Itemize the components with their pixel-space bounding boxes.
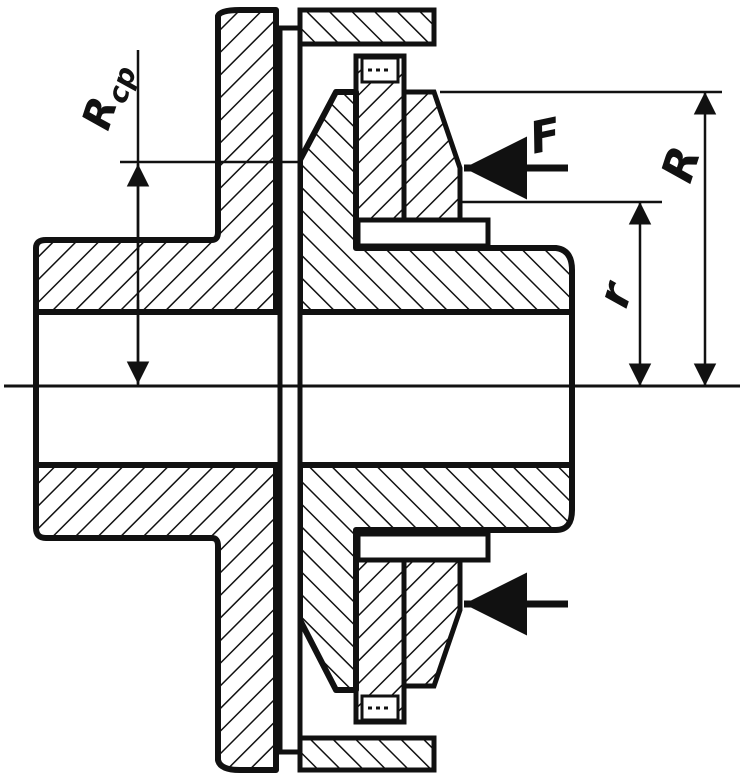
friction-disk <box>277 25 303 755</box>
dimension-r-cp <box>120 50 300 386</box>
label-r-cp: Rcp <box>74 57 143 137</box>
upper-pressure-ring <box>353 53 491 249</box>
label-r-small: r <box>588 275 644 314</box>
label-r: R <box>652 140 711 188</box>
label-f: F <box>525 108 565 164</box>
shaft-bore <box>33 304 575 472</box>
dimension-r-inner <box>462 200 662 386</box>
lower-pressure-ring <box>353 531 491 725</box>
right-half-coupling <box>297 7 575 773</box>
dimension-r-outer <box>440 90 722 386</box>
